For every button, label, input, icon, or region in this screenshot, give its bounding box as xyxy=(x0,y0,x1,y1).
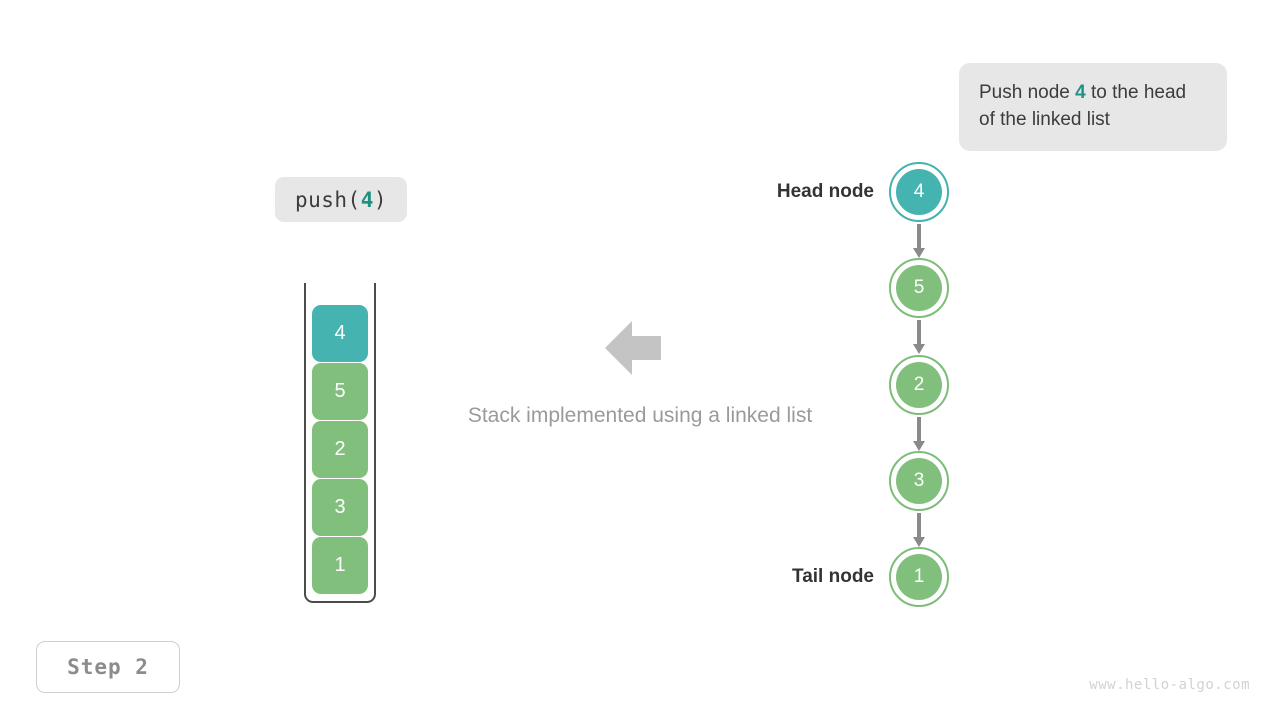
node-disc: 2 xyxy=(896,362,942,408)
list-node: 2 xyxy=(889,355,949,415)
node-value: 3 xyxy=(913,470,925,491)
stack-cell-value: 1 xyxy=(334,554,346,576)
callout-highlight-value: 4 xyxy=(1075,82,1086,103)
stack-cell-list: 4 5 2 3 1 xyxy=(304,305,376,594)
node-disc: 3 xyxy=(896,458,942,504)
node-disc: 1 xyxy=(896,554,942,600)
callout-text-suffix: to the head of the linked list xyxy=(979,82,1187,130)
node-value: 1 xyxy=(913,566,925,587)
node-link-arrow xyxy=(913,224,925,258)
callout-text-prefix: Push node xyxy=(979,82,1076,103)
diagram-caption: Stack implemented using a linked list xyxy=(467,404,813,427)
stack-cell: 2 xyxy=(312,421,368,478)
linked-list: Head node Tail node 4 5 2 xyxy=(740,150,1000,620)
stack-cell-value: 3 xyxy=(334,496,346,518)
list-node: 5 xyxy=(889,258,949,318)
head-node-label: Head node xyxy=(776,181,874,202)
node-disc: 5 xyxy=(896,265,942,311)
node-link-arrow xyxy=(913,513,925,547)
stack-cell: 1 xyxy=(312,537,368,594)
tail-node-label: Tail node xyxy=(792,566,874,587)
stack-cell-value: 4 xyxy=(334,322,346,344)
node-value: 4 xyxy=(913,181,925,202)
stack-cell: 3 xyxy=(312,479,368,536)
node-disc: 4 xyxy=(896,169,942,215)
left-arrow-icon xyxy=(602,318,664,378)
node-link-arrow xyxy=(913,417,925,451)
list-node: 4 xyxy=(889,162,949,222)
stack-cell: 5 xyxy=(312,363,368,420)
list-node: 3 xyxy=(889,451,949,511)
watermark: www.hello-algo.com xyxy=(1089,677,1250,693)
operation-prefix: push( xyxy=(294,187,361,212)
list-node: 1 xyxy=(889,547,949,607)
stack-container: 4 5 2 3 1 xyxy=(304,283,376,603)
callout-bubble: Push node 4 to the head of the linked li… xyxy=(959,63,1227,151)
operation-label: push(4) xyxy=(275,177,407,222)
operation-argument: 4 xyxy=(360,187,374,212)
node-value: 2 xyxy=(913,374,925,395)
stack-cell-value: 5 xyxy=(334,380,346,402)
stack-cell-value: 2 xyxy=(334,438,346,460)
node-link-arrow xyxy=(913,320,925,354)
step-badge: Step 2 xyxy=(36,641,180,693)
stack-walls xyxy=(304,283,376,603)
operation-suffix: ) xyxy=(373,187,388,212)
stack-cell: 4 xyxy=(312,305,368,362)
node-value: 5 xyxy=(913,277,925,298)
